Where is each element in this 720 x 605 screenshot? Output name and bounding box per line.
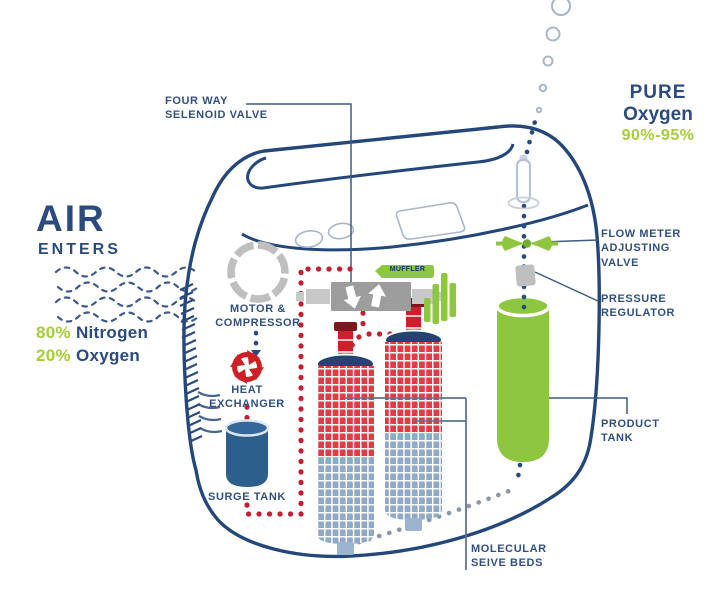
panel-display <box>395 202 466 240</box>
label-four-way-valve: FOUR WAY SELENOID VALVE <box>165 95 268 122</box>
pure-word: PURE <box>629 82 687 103</box>
label-muffler: MUFFLER <box>389 266 426 273</box>
bubbles-icon <box>535 0 571 114</box>
regulator-block-icon <box>515 264 536 287</box>
control-panel-edge <box>241 203 589 252</box>
label-heat-exchanger: HEAT EXCHANGER <box>209 384 285 411</box>
label-product-tank: PRODUCT TANK <box>601 418 660 445</box>
purity-range: 90%-95% <box>621 126 695 144</box>
molecular-sieve-bed <box>384 298 443 531</box>
panel-button <box>327 222 355 240</box>
air-enters-title: AIR <box>36 198 106 239</box>
air-vent-hatching <box>179 283 203 443</box>
pure-oxygen-output: PURE Oxygen 90%-95% <box>604 82 712 146</box>
label-surge-tank: SURGE TANK <box>208 491 286 503</box>
nitrogen-composition: 80%Nitrogen <box>36 323 148 343</box>
muffler-bars-icon <box>424 273 456 324</box>
surge-tank <box>224 419 270 487</box>
product-tank <box>495 294 551 462</box>
cycle-arrows-icon <box>230 350 264 384</box>
oxygen-percent: 20% <box>36 346 71 365</box>
nitrogen-word: Nitrogen <box>75 323 149 342</box>
label-flow-meter-valve: FLOW METER ADJUSTING VALVE <box>601 228 681 269</box>
sieve-beds-bracket <box>345 397 467 570</box>
bowtie-valve-icon <box>496 236 558 251</box>
nitrogen-percent: 80% <box>36 323 71 342</box>
molecular-sieve-bed <box>316 322 375 555</box>
oxygen-dotted-path <box>253 115 539 487</box>
label-pressure-regulator: PRESSURE REGULATOR <box>601 293 676 320</box>
fan-swirl-icon <box>227 241 289 303</box>
flow-arrow <box>251 350 261 357</box>
oxygen-composition: 20%Oxygen <box>36 346 140 366</box>
muffler-badge <box>375 265 434 278</box>
label-motor-compressor: MOTOR & COMPRESSOR <box>215 303 301 330</box>
wavy-air-lines-icon <box>54 266 200 323</box>
oxygen-output-word: Oxygen <box>623 104 693 126</box>
vent-ridges <box>197 391 223 434</box>
oxygen-word: Oxygen <box>75 346 141 365</box>
air-enters-subtitle: ENTERS <box>38 241 121 258</box>
carry-handle <box>246 143 515 190</box>
panel-button <box>294 230 324 248</box>
label-molecular-sieve-beds: MOLECULAR SEIVE BEDS <box>471 543 547 570</box>
flow-meter-tube <box>507 155 540 210</box>
